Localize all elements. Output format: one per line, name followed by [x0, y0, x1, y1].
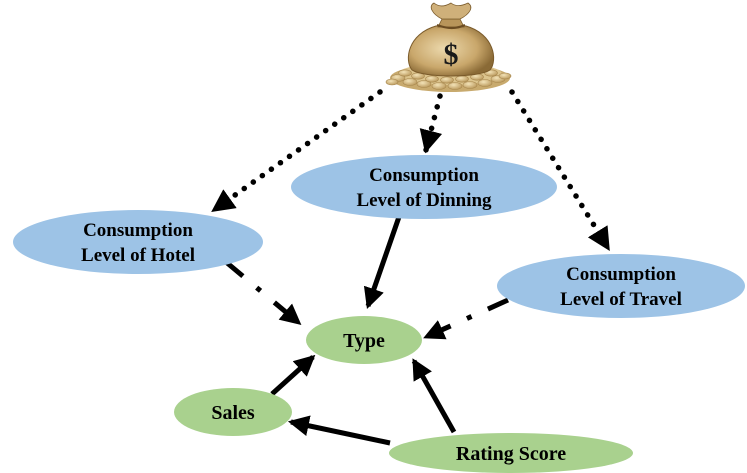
node-consumption-travel-line2: Level of Travel [560, 289, 682, 310]
node-rating-score-label: Rating Score [456, 443, 566, 465]
edge-money-to-dining [419, 93, 443, 154]
node-rating-score: Rating Score [389, 433, 633, 473]
dollar-symbol: $ [444, 38, 459, 71]
edges [211, 89, 611, 446]
edge-hotel-to-type [224, 260, 302, 326]
node-consumption-hotel: Consumption Level of Hotel [13, 210, 263, 274]
node-consumption-dining: Consumption Level of Dinning [291, 155, 557, 219]
node-sales: Sales [174, 388, 292, 436]
edge-rating-to-sales [287, 415, 391, 446]
node-consumption-travel: Consumption Level of Travel [497, 254, 745, 318]
node-consumption-hotel-line2: Level of Hotel [81, 245, 195, 266]
node-type-label: Type [343, 330, 385, 352]
node-consumption-travel-line1: Consumption [566, 264, 676, 285]
edge-sales-to-type [270, 354, 316, 396]
node-consumption-dining-line2: Level of Dinning [356, 190, 492, 211]
edge-dining-to-type [363, 213, 403, 309]
edge-money-to-travel [509, 89, 611, 251]
node-consumption-hotel-line1: Consumption [83, 220, 193, 241]
edge-money-to-hotel [211, 89, 383, 213]
node-type: Type [306, 316, 422, 364]
node-sales-label: Sales [211, 402, 255, 424]
edge-travel-to-type [423, 297, 510, 340]
edge-rating-to-type [411, 358, 457, 434]
node-consumption-dining-line1: Consumption [369, 165, 479, 186]
money-bag-icon: $ [385, 2, 512, 92]
